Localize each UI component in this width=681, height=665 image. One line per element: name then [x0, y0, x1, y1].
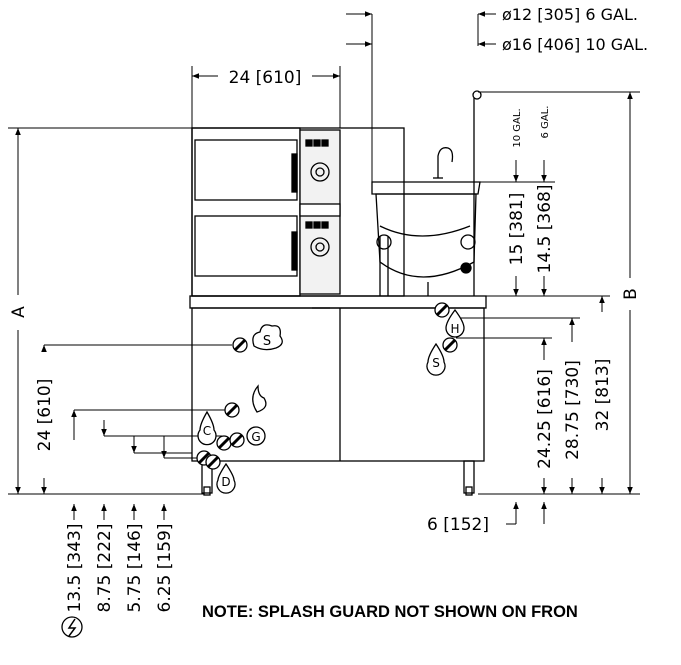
bottom-5-75-label: 5.75 [146]: [125, 524, 145, 613]
top-width-label: 24 [610]: [229, 68, 302, 88]
gas-label: G: [251, 430, 260, 444]
rim10-label: 15 [381]: [507, 193, 527, 266]
water-drop-icon: [197, 410, 217, 446]
cold-water-label: C: [203, 424, 211, 438]
connection-steam-upper: S: [232, 324, 283, 353]
gal6-label: 6 GAL.: [540, 106, 551, 139]
kettle-10gal-label: ø16 [406] 10 GAL.: [502, 35, 648, 54]
height-32-label: 32 [813]: [593, 359, 613, 432]
kettle-6gal-label: ø12 [305] 6 GAL.: [502, 5, 638, 24]
steam-icon: [252, 324, 283, 351]
connection-steam-lower: S: [426, 337, 458, 376]
connection-gas: G: [224, 384, 267, 446]
drain-label: D: [221, 475, 230, 489]
gal10-label: 10 GAL.: [512, 108, 523, 147]
left-conn-height-label: 24 [610]: [35, 379, 55, 452]
lightning-icon: [67, 618, 77, 637]
hot-water-label: H: [450, 322, 459, 336]
drain-drop-icon: [216, 462, 236, 494]
steam-label: S: [263, 334, 271, 349]
flame-icon: [252, 384, 267, 413]
steamer-unit: [191, 127, 405, 297]
bottom-8-75-label: 8.75 [222]: [95, 524, 115, 613]
bottom-6-25-label: 6.25 [159]: [155, 524, 175, 613]
steam-drop-icon: [426, 342, 446, 376]
connection-drain: D: [196, 450, 236, 494]
bottom-13-5-label: 13.5 [343]: [65, 524, 85, 613]
height-28-75-label: 28.75 [730]: [563, 360, 583, 460]
base-cabinet: [189, 295, 487, 496]
dimension-lines: [8, 11, 640, 525]
hot-water-drop-icon: [445, 308, 465, 338]
electrical-connection: [61, 616, 83, 638]
height-24-25-label: 24.25 [616]: [535, 369, 555, 469]
splash-guard-note: NOTE: SPLASH GUARD NOT SHOWN ON FRON: [202, 603, 578, 621]
steam-lower-label: S: [432, 356, 440, 370]
connection-hot-water: H: [434, 302, 465, 338]
connection-cold-water: C: [197, 410, 245, 451]
foot-height-label: 6 [152]: [427, 515, 489, 535]
rim6-label: 14.5 [368]: [535, 185, 555, 274]
kettle: [371, 90, 482, 296]
height-a-label: A: [9, 306, 29, 318]
height-b-label: B: [621, 288, 641, 300]
